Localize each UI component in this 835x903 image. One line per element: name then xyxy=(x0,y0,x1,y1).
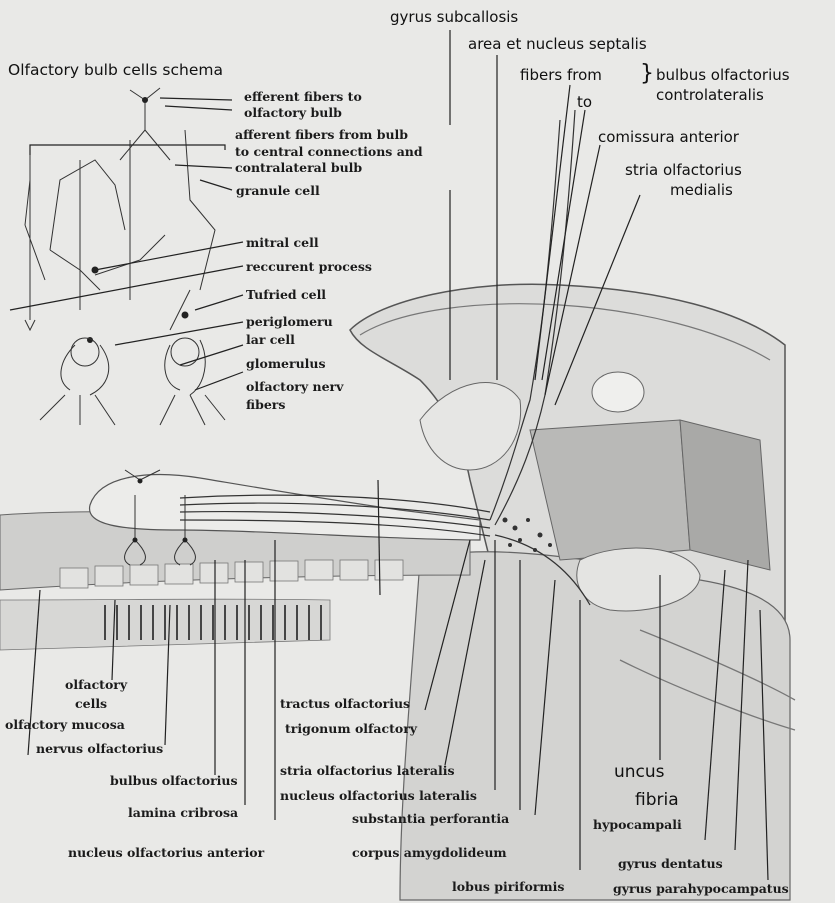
label-bulbus-contralateralis-line2: controlateralis xyxy=(656,88,764,104)
label-stria-medialis-line1: stria olfactorius xyxy=(625,163,742,179)
label-efferent-fibers-line1: efferent fibers to xyxy=(244,90,362,103)
label-efferent-fibers-line2: olfactory bulb xyxy=(244,106,342,119)
label-olfactory-mucosa: olfactory mucosa xyxy=(5,718,125,731)
label-mitral-cell: mitral cell xyxy=(246,236,319,249)
label-trigonum-olfactory: trigonum olfactory xyxy=(285,722,417,735)
label-area-nucleus-septalis: area et nucleus septalis xyxy=(468,37,647,53)
label-lobus-piriformis: lobus piriformis xyxy=(452,880,564,893)
label-gyrus-dentatus: gyrus dentatus xyxy=(618,857,723,870)
label-tufted-cell: Tufried cell xyxy=(246,288,326,301)
label-lamina-cribrosa: lamina cribrosa xyxy=(128,806,238,819)
label-afferent-fibers-line1: afferent fibers from bulb xyxy=(235,128,408,141)
label-hypocampali: hypocampali xyxy=(593,818,682,831)
label-gyrus-parahypocampatus: gyrus parahypocampatus xyxy=(613,882,789,895)
label-olfactory-nerve-fibers-line1: olfactory nerv xyxy=(246,380,343,393)
label-gyrus-subcallosis: gyrus subcallosis xyxy=(390,10,518,26)
label-afferent-fibers-line3: contralateral bulb xyxy=(235,161,362,174)
label-stria-medialis-line2: medialis xyxy=(670,183,733,199)
label-olfactory-nerve-fibers-line2: fibers xyxy=(246,398,285,411)
label-nucleus-olfactorius-anterior: nucleus olfactorius anterior xyxy=(68,846,264,859)
label-nucleus-lateralis: nucleus olfactorius lateralis xyxy=(280,789,477,802)
label-bulbus-contralateralis-line1: bulbus olfactorius xyxy=(656,68,790,84)
label-corpus-amygdolideum: corpus amygdolideum xyxy=(352,846,507,859)
schema-title: Olfactory bulb cells schema xyxy=(8,62,223,78)
label-olfactory-cells-line2: cells xyxy=(75,697,107,710)
brace-contralateral: } xyxy=(640,63,654,85)
label-bulbus-olfactorius: bulbus olfactorius xyxy=(110,774,238,787)
label-fibers-from: fibers from xyxy=(520,68,602,84)
label-granule-cell: granule cell xyxy=(236,184,320,197)
label-recurrent-process: reccurent process xyxy=(246,260,372,273)
label-comissura-anterior: comissura anterior xyxy=(598,130,739,146)
label-periglomerular-line1: periglomeru xyxy=(246,315,333,328)
label-uncus: uncus xyxy=(614,764,665,782)
label-stria-lateralis: stria olfactorius lateralis xyxy=(280,764,455,777)
label-periglomerular-line2: lar cell xyxy=(246,333,295,346)
label-glomerulus: glomerulus xyxy=(246,357,326,370)
label-fibria: fibria xyxy=(635,792,679,810)
label-afferent-fibers-line2: to central connections and xyxy=(235,145,423,158)
label-to: to xyxy=(577,95,592,111)
label-nervus-olfactorius: nervus olfactorius xyxy=(36,742,163,755)
label-substantia-perforantia: substantia perforantia xyxy=(352,812,509,825)
label-tractus-olfactorius: tractus olfactorius xyxy=(280,697,410,710)
label-olfactory-cells-line1: olfactory xyxy=(65,678,127,691)
